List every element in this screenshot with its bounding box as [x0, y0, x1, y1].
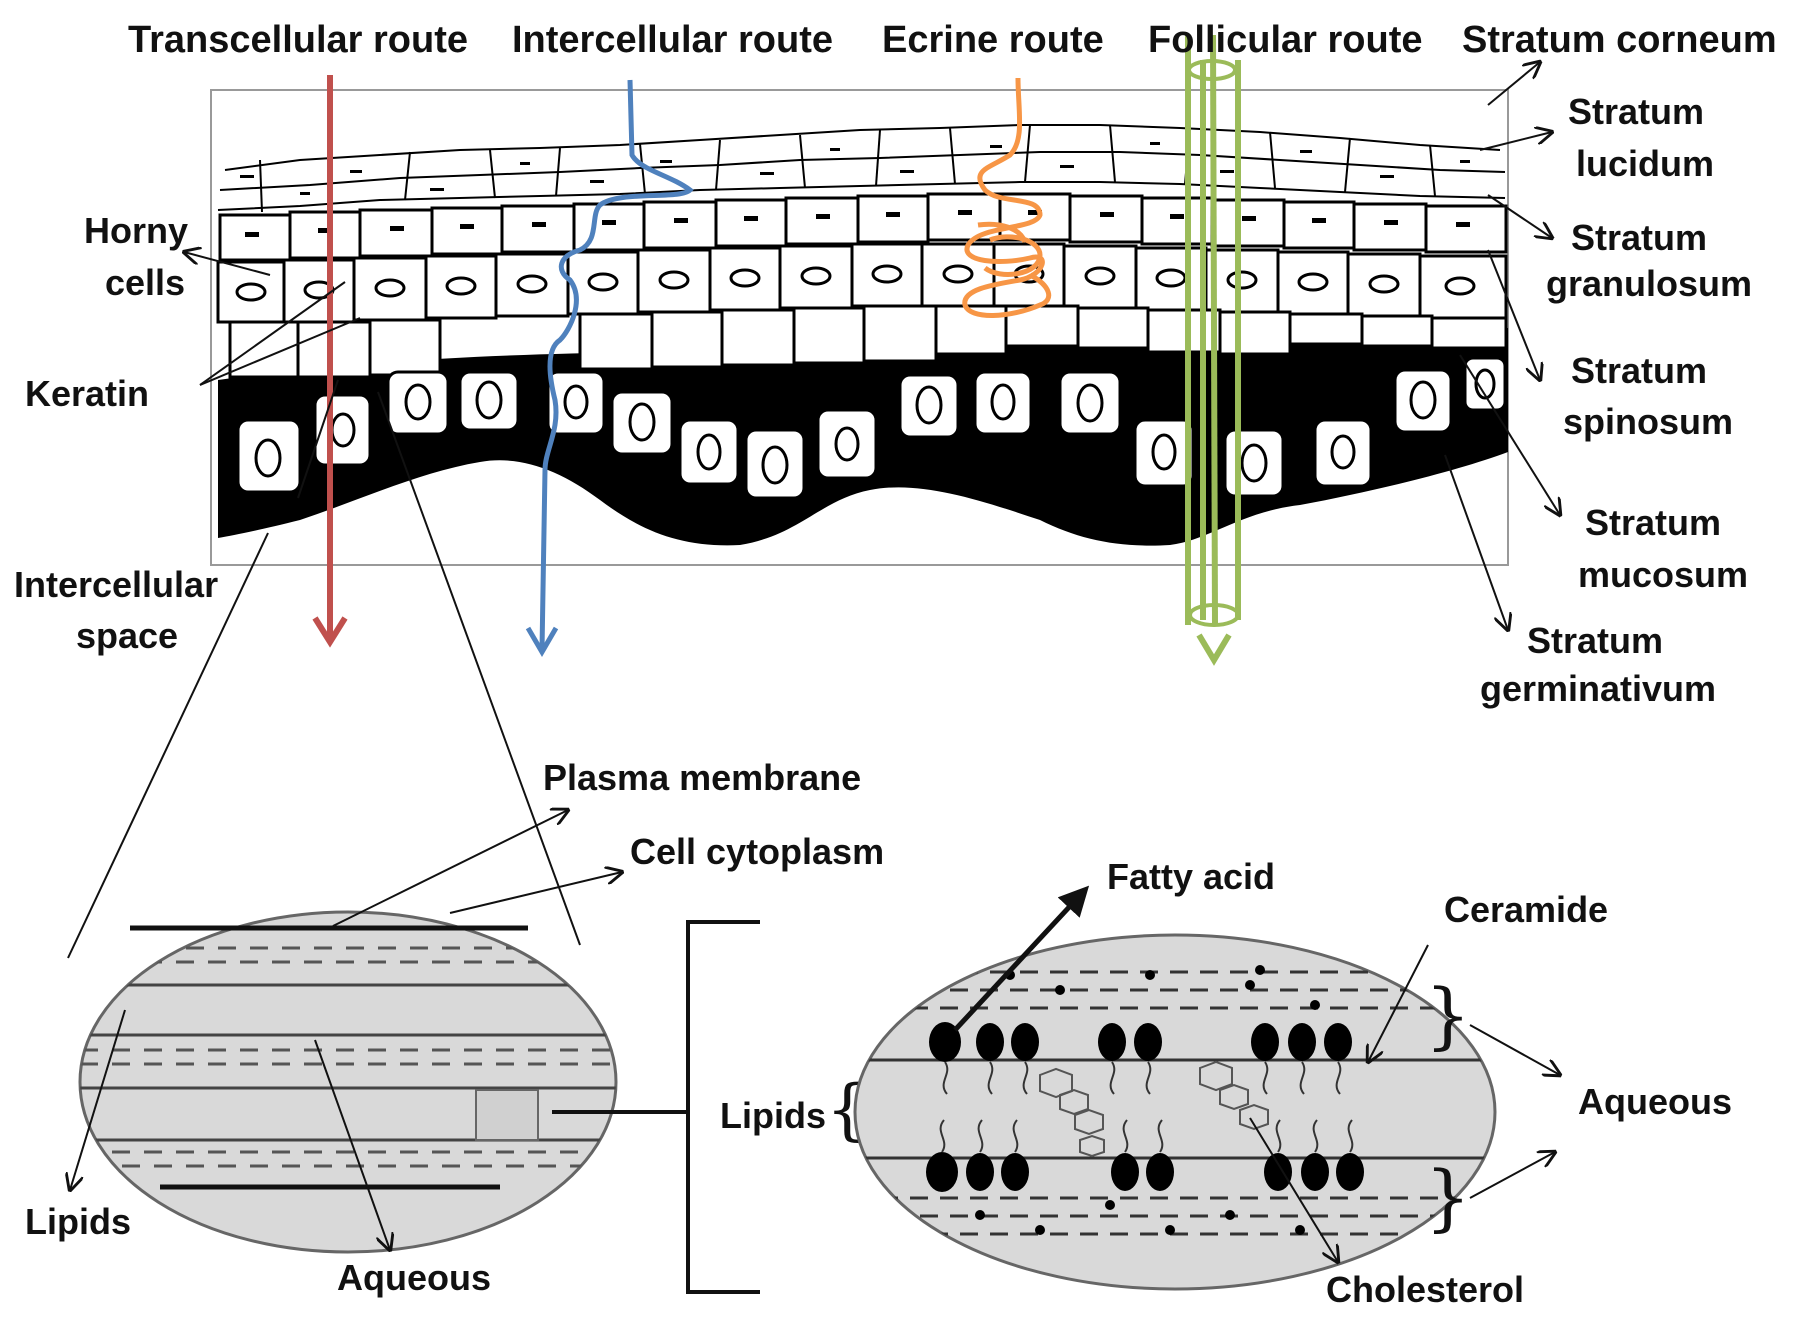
spinosum-label-2: spinosum [1563, 401, 1733, 442]
cell-detail-ellipse [78, 910, 618, 1254]
plasma-membrane-label: Plasma membrane [543, 757, 861, 798]
aqueous-left-label: Aqueous [337, 1257, 491, 1298]
germinativum-label-1: Stratum [1527, 620, 1663, 661]
upper-curly-brace: } [1425, 973, 1471, 1057]
layer-labels: Stratum lucidum Stratum granulosum Strat… [1480, 91, 1752, 709]
ecrine-route-label: Ecrine route [882, 19, 1104, 61]
follicular-route [1185, 34, 1241, 666]
mucosum-label-1: Stratum [1585, 502, 1721, 543]
zoom-bracket [552, 920, 760, 1294]
cell-cytoplasm-label: Cell cytoplasm [630, 831, 884, 872]
intercellular-space-label-1: Intercellular [14, 564, 218, 605]
follicular-route-label: Follicular route [1148, 19, 1422, 61]
left-labels: Horny cells Keratin Intercellular space [14, 210, 218, 656]
lucidum-label-1: Stratum [1568, 91, 1704, 132]
lucidum-label-2: lucidum [1576, 143, 1714, 184]
intercellular-space-label-2: space [76, 615, 178, 656]
layer-pointer-arrows [1444, 62, 1560, 630]
intercellular-route-label: Intercellular route [512, 19, 833, 61]
fatty-acid-label: Fatty acid [1107, 856, 1275, 897]
route-labels: Transcellular route Intercellular route … [128, 19, 1777, 61]
left-pointer-lines [67, 252, 581, 959]
corneum-specks [240, 142, 1470, 195]
intercellular-route-arrow [525, 79, 694, 657]
granulosum-label-2: granulosum [1546, 263, 1752, 304]
germinativum-label-2: germinativum [1480, 668, 1716, 709]
cholesterol-label: Cholesterol [1326, 1269, 1524, 1310]
spinosum-label-1: Stratum [1571, 350, 1707, 391]
corneum-flakes [217, 124, 1506, 213]
basal-cells [236, 356, 1507, 500]
ecrine-route-coil [962, 77, 1052, 318]
horny-label-2: cells [105, 262, 185, 303]
mucosum-cells [228, 304, 1508, 379]
lower-curly-brace: } [1425, 1155, 1471, 1239]
mucosum-label-2: mucosum [1578, 554, 1748, 595]
ceramide-label: Ceramide [1444, 889, 1608, 930]
lipids-bracket-label: Lipids [720, 1095, 826, 1136]
granulosum-label-1: Stratum [1571, 217, 1707, 258]
transcellular-route-arrow [312, 75, 348, 648]
lipid-bilayer-ellipse [853, 933, 1497, 1291]
bilayer-labels: Fatty acid Ceramide Aqueous Cholesterol [1107, 856, 1732, 1310]
transcellular-route-label: Transcellular route [128, 19, 468, 61]
aqueous-right-label: Aqueous [1578, 1081, 1732, 1122]
cell-detail-labels: Plasma membrane Cell cytoplasm Lipids Aq… [25, 757, 884, 1298]
lipids-left-label: Lipids [25, 1201, 131, 1242]
keratin-label: Keratin [25, 373, 149, 414]
stratum-corneum-label: Stratum corneum [1462, 19, 1777, 61]
horny-label-1: Horny [84, 210, 188, 251]
skin-section [210, 89, 1509, 566]
granulosum-cells [218, 192, 1508, 262]
